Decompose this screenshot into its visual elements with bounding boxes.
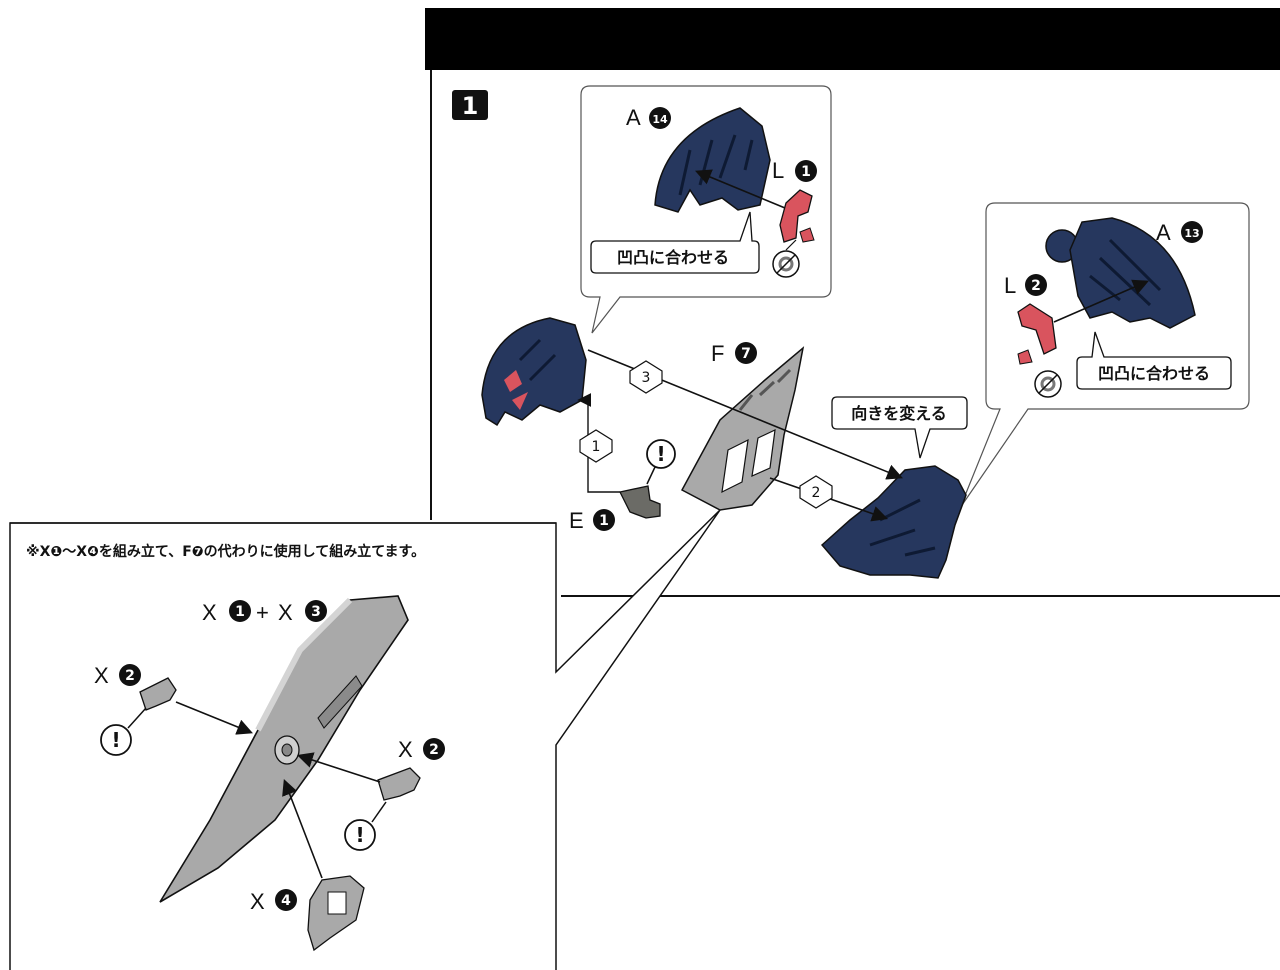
order-marker-1: 1	[579, 429, 613, 463]
svg-text:!: !	[111, 728, 120, 752]
svg-text:2: 2	[1031, 278, 1041, 294]
svg-text:!: !	[656, 442, 665, 466]
svg-text:!: !	[355, 823, 364, 847]
change-direction-callout: 向きを変える	[831, 396, 968, 459]
svg-text:1: 1	[599, 513, 609, 529]
caution-icon: !	[344, 801, 387, 851]
label-x1-x3: X 1 + X 3	[202, 600, 327, 625]
caution-icon: !	[100, 707, 147, 756]
part-a-assembled	[481, 317, 587, 427]
label-a13-num: 13	[1181, 221, 1203, 243]
part-a13	[1069, 217, 1196, 329]
part-l2	[1017, 303, 1057, 355]
step-frame	[430, 70, 1280, 597]
svg-text:2: 2	[812, 485, 821, 501]
part-e1	[619, 485, 661, 519]
svg-text:1: 1	[592, 439, 601, 455]
svg-text:向きを変える: 向きを変える	[851, 404, 947, 423]
label-x4-num: 4	[275, 889, 297, 911]
svg-text:X: X	[202, 600, 217, 625]
label-e1-letter: E	[569, 508, 584, 533]
label-l2-letter: L	[1004, 273, 1016, 298]
label-l1-letter: L	[772, 158, 784, 183]
svg-text:14: 14	[652, 113, 668, 126]
svg-text:凹凸に合わせる: 凹凸に合わせる	[1098, 364, 1210, 383]
svg-text:2: 2	[125, 668, 135, 684]
label-e1-num: 1	[593, 509, 615, 531]
svg-text:3: 3	[311, 604, 321, 620]
zoom-callout-right	[959, 202, 1250, 509]
caution-icon: !	[646, 439, 676, 485]
svg-text:4: 4	[281, 893, 291, 909]
header-bar	[425, 8, 1280, 70]
no-glue-icon	[1034, 370, 1062, 398]
label-a14-num: 14	[649, 107, 671, 129]
zoom-callout-top	[580, 85, 832, 334]
svg-text:13: 13	[1184, 227, 1199, 240]
inset-note: ※X❶〜X❹を組み立て、F❼の代わりに使用して組み立てます。	[26, 543, 425, 560]
label-a13-letter: A	[1156, 220, 1171, 245]
step-number: 1	[462, 92, 479, 120]
svg-text:+: +	[256, 600, 269, 625]
part-x2-left	[139, 677, 177, 711]
no-glue-icon	[772, 250, 800, 278]
label-x4-letter: X	[250, 889, 265, 914]
part-main-body	[820, 465, 967, 579]
svg-text:2: 2	[429, 742, 439, 758]
label-x2-right-letter: X	[398, 737, 413, 762]
label-x2-left-num: 2	[119, 664, 141, 686]
svg-text:3: 3	[642, 370, 651, 386]
label-x2-left-letter: X	[94, 663, 109, 688]
svg-text:1: 1	[801, 164, 811, 180]
order-marker-2: 2	[799, 475, 833, 509]
svg-text:7: 7	[741, 346, 751, 362]
label-f7-num: 7	[735, 342, 757, 364]
align-callout-right: 凹凸に合わせる	[1076, 331, 1232, 390]
part-l1	[779, 189, 813, 243]
part-f7	[680, 346, 805, 511]
label-a14-letter: A	[626, 105, 641, 130]
align-callout-top: 凹凸に合わせる	[590, 211, 760, 274]
step-number-box	[452, 90, 488, 120]
label-l1-num: 1	[795, 160, 817, 182]
label-l2-num: 2	[1025, 274, 1047, 296]
part-a14	[654, 107, 771, 213]
svg-text:凹凸に合わせる: 凹凸に合わせる	[617, 248, 729, 267]
svg-text:1: 1	[235, 604, 245, 620]
label-f7-letter: F	[711, 341, 724, 366]
svg-text:X: X	[278, 600, 293, 625]
label-x2-right-num: 2	[423, 738, 445, 760]
part-x2-right	[377, 767, 421, 801]
order-marker-3: 3	[629, 360, 663, 394]
